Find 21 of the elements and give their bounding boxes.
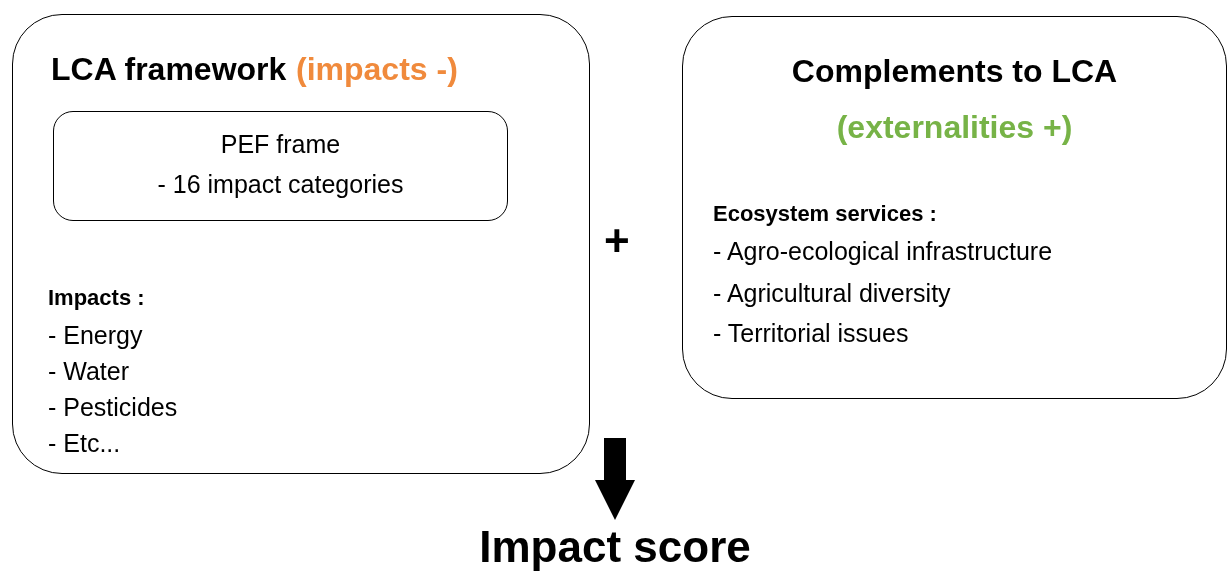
list-item: - Energy: [48, 321, 143, 350]
plus-sign: +: [604, 216, 630, 266]
list-item: - Territorial issues: [713, 319, 909, 348]
box-text: - 16 impact categories: [156, 170, 405, 199]
title-note: (impacts -): [296, 51, 458, 88]
list-item: - Pesticides: [48, 393, 178, 422]
rounded-box: [12, 14, 590, 474]
box-text: PEF frame: [219, 130, 342, 159]
list-heading: Impacts :: [48, 285, 145, 311]
inner-box: [53, 111, 508, 221]
result-text: Impact score: [455, 522, 775, 578]
title-note: (externalities +): [835, 109, 1074, 146]
list-item: - Water: [48, 357, 130, 386]
rounded-box: [682, 16, 1227, 399]
list-item: - Agro-ecological infrastructure: [713, 237, 1053, 266]
list-item: - Agricultural diversity: [713, 279, 951, 308]
block-arrow: [595, 438, 635, 520]
list-heading: Ecosystem services :: [713, 201, 937, 227]
box-text: Complements to LCA: [790, 53, 1119, 90]
box-title: LCA framework: [51, 51, 287, 88]
list-item: - Etc...: [48, 429, 121, 458]
